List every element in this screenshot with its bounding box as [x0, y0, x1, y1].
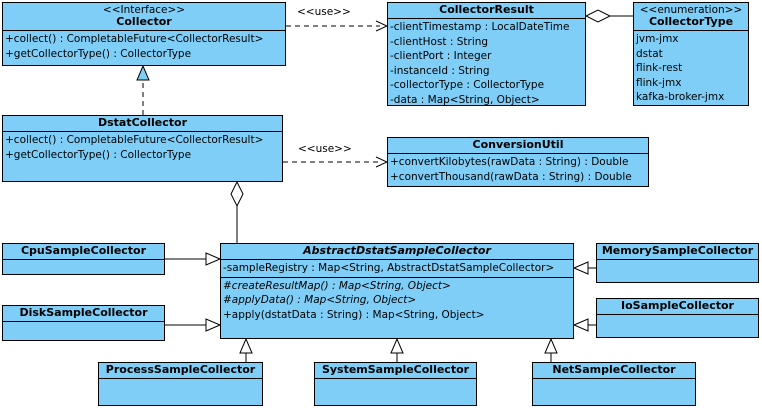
class-header: CpuSampleCollector	[3, 244, 164, 260]
io-sample-collector-class[interactable]: IoSampleCollector	[596, 298, 759, 338]
generalization-io	[572, 318, 596, 332]
method-row: +apply(dstatData : String) : Map<String,…	[223, 308, 485, 321]
class-header: <<Interface>> Collector	[3, 3, 285, 31]
abstract-dstat-sample-collector-class[interactable]: AbstractDstatSampleCollector -sampleRegi…	[220, 243, 574, 339]
generalization-cpu	[165, 252, 222, 266]
system-sample-collector-class[interactable]: SystemSampleCollector	[314, 362, 477, 406]
enum-value: flink-jmx	[636, 76, 682, 89]
process-sample-collector-class[interactable]: ProcessSampleCollector	[98, 362, 263, 406]
class-header: IoSampleCollector	[597, 299, 758, 315]
dstat-collector-class[interactable]: DstatCollector +collect() : CompletableF…	[2, 115, 283, 182]
realization-edge	[136, 64, 150, 115]
method-row: #applyData() : Map<String, Object>	[223, 294, 417, 306]
field-row: -sampleRegistry : Map<String, AbstractDs…	[223, 262, 555, 274]
class-header: NetSampleCollector	[533, 363, 695, 379]
collector-interface[interactable]: <<Interface>> Collector +collect() : Com…	[2, 2, 286, 66]
cpu-sample-collector-class[interactable]: CpuSampleCollector	[2, 243, 165, 275]
aggregation-edge-sample	[230, 180, 244, 243]
field-row: -clientTimestamp : LocalDateTime	[390, 21, 570, 33]
enum-value: kafka-broker-jmx	[636, 91, 725, 103]
method-row: +collect() : CompletableFuture<Collector…	[5, 134, 264, 146]
class-name: NetSampleCollector	[552, 363, 676, 376]
enum-value: dstat	[636, 47, 663, 60]
fields-section: -clientTimestamp : LocalDateTime -client…	[388, 19, 585, 108]
disk-sample-collector-class[interactable]: DiskSampleCollector	[2, 305, 165, 341]
conversion-util-class[interactable]: ConversionUtil +convertKilobytes(rawData…	[387, 137, 649, 187]
class-name: SystemSampleCollector	[321, 363, 470, 376]
class-name: AbstractDstatSampleCollector	[303, 244, 491, 257]
stereotype-label: <<Interface>>	[102, 4, 186, 16]
generalization-net	[544, 337, 558, 362]
class-name: ProcessSampleCollector	[105, 363, 256, 376]
method-row: +convertKilobytes(rawData : String) : Do…	[390, 156, 629, 168]
class-header: DstatCollector	[3, 116, 282, 132]
class-name: MemorySampleCollector	[601, 244, 754, 257]
class-name: IoSampleCollector	[621, 299, 734, 312]
use-dependency-edge-2: <<use>>	[283, 143, 389, 168]
class-name: ConversionUtil	[472, 138, 564, 151]
class-name: Collector	[116, 15, 172, 28]
class-header: MemorySampleCollector	[597, 244, 758, 260]
generalization-disk	[165, 318, 222, 332]
fields-section: -sampleRegistry : Map<String, AbstractDs…	[221, 260, 573, 278]
methods-section: #createResultMap() : Map<String, Object>…	[221, 278, 573, 324]
use-label-2: <<use>>	[298, 143, 352, 155]
generalization-process	[239, 337, 253, 362]
methods-section: +collect() : CompletableFuture<Collector…	[3, 132, 282, 163]
method-row: +collect() : CompletableFuture<Collector…	[5, 33, 264, 45]
use-dependency-edge-1: <<use>>	[286, 6, 389, 32]
field-row: -clientHost : String	[390, 35, 489, 48]
enum-value: jvm-jmx	[636, 33, 679, 45]
values-section: jvm-jmx dstat flink-rest flink-jmx kafka…	[634, 31, 748, 106]
collector-type-enum[interactable]: <<enumeration>> CollectorType jvm-jmx ds…	[633, 2, 749, 106]
memory-sample-collector-class[interactable]: MemorySampleCollector	[596, 243, 759, 283]
net-sample-collector-class[interactable]: NetSampleCollector	[532, 362, 696, 406]
class-name: CollectorType	[648, 15, 734, 28]
class-header: DiskSampleCollector	[3, 306, 164, 322]
field-row: -instanceId : String	[390, 64, 490, 77]
field-row: -data : Map<String, Object>	[390, 93, 540, 106]
method-row: +getCollectorType() : CollectorType	[5, 148, 192, 161]
method-row: +convertThousand(rawData : String) : Dou…	[390, 170, 632, 183]
class-header: <<enumeration>> CollectorType	[634, 3, 748, 31]
class-header: ProcessSampleCollector	[99, 363, 262, 379]
collector-result-class[interactable]: CollectorResult -clientTimestamp : Local…	[387, 2, 586, 106]
class-header: SystemSampleCollector	[315, 363, 476, 379]
method-row: #createResultMap() : Map<String, Object>	[223, 279, 451, 292]
class-name: DstatCollector	[97, 116, 187, 129]
stereotype-label: <<enumeration>>	[639, 4, 743, 16]
class-header: ConversionUtil	[388, 138, 648, 154]
aggregation-edge-type	[584, 9, 633, 23]
field-row: -collectorType : CollectorType	[390, 79, 545, 91]
method-row: +getCollectorType() : CollectorType	[5, 47, 192, 60]
class-header: CollectorResult	[388, 3, 585, 19]
class-header: AbstractDstatSampleCollector	[221, 244, 573, 260]
class-name: CollectorResult	[439, 3, 534, 16]
class-name: DiskSampleCollector	[19, 306, 148, 319]
methods-section: +collect() : CompletableFuture<Collector…	[3, 31, 285, 62]
generalization-memory	[572, 261, 596, 275]
class-name: CpuSampleCollector	[20, 244, 147, 257]
field-row: -clientPort : Integer	[390, 50, 492, 62]
use-label-1: <<use>>	[297, 6, 351, 18]
enum-value: flink-rest	[636, 62, 683, 74]
methods-section: +convertKilobytes(rawData : String) : Do…	[388, 154, 648, 185]
generalization-system	[390, 337, 404, 362]
